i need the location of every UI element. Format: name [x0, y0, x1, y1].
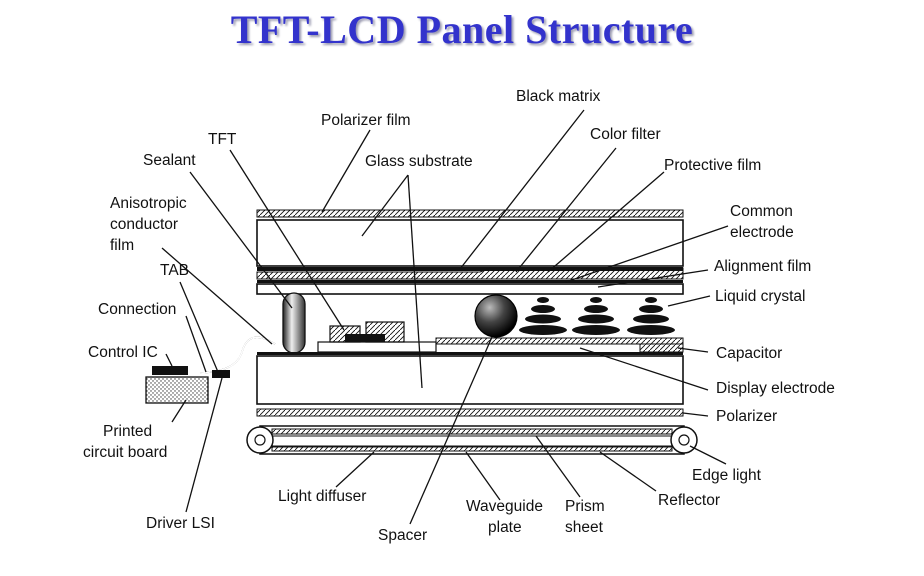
- control-ic: [152, 366, 188, 375]
- label-tft: TFT: [208, 131, 237, 148]
- label-polarizer: Polarizer: [716, 408, 777, 425]
- bottom-glass-substrate: [256, 355, 684, 405]
- label-polarizer-film: Polarizer film: [321, 112, 411, 129]
- label-reflector: Reflector: [658, 492, 720, 509]
- labels: Black matrix Polarizer film TFT Color fi…: [83, 88, 835, 544]
- driver-lsi: [212, 370, 230, 378]
- label-waveguide-1: Waveguide: [466, 498, 543, 515]
- label-common-2: electrode: [730, 224, 794, 241]
- tft-element: [317, 321, 437, 353]
- label-display-electrode: Display electrode: [716, 380, 835, 397]
- spacer-ball: [474, 294, 518, 338]
- label-anisotropic-1: Anisotropic: [110, 195, 187, 212]
- label-edge-light: Edge light: [692, 467, 762, 484]
- black-matrix-layer: [257, 267, 683, 271]
- label-anisotropic-2: conductor: [110, 216, 178, 233]
- bottom-polarizer: [256, 408, 684, 417]
- label-black-matrix: Black matrix: [516, 88, 601, 105]
- capacitor-element: [639, 343, 684, 353]
- top-polarizer-film: [256, 209, 684, 218]
- label-alignment-film: Alignment film: [714, 258, 811, 275]
- panel-structure: [145, 209, 698, 455]
- label-spacer: Spacer: [378, 527, 427, 544]
- label-pcb-1: Printed: [103, 423, 152, 440]
- top-alignment-film: [256, 283, 684, 295]
- color-filter-layer: [256, 267, 684, 280]
- label-prism-1: Prism: [565, 498, 605, 515]
- sealant: [282, 292, 306, 354]
- label-common-1: Common: [730, 203, 793, 220]
- label-glass-substrate: Glass substrate: [365, 153, 473, 170]
- backlight-unit: [246, 425, 698, 455]
- label-waveguide-2: plate: [488, 519, 522, 536]
- printed-circuit-board: [145, 376, 209, 404]
- common-electrode-layer: [257, 280, 683, 283]
- label-connection: Connection: [98, 301, 176, 318]
- page-title: TFT-LCD Panel Structure: [230, 7, 694, 52]
- liquid-crystal-stacks: [519, 297, 675, 335]
- label-control-ic: Control IC: [88, 344, 158, 361]
- label-color-filter: Color filter: [590, 126, 661, 143]
- label-tab: TAB: [160, 262, 189, 279]
- bottom-alignment-film: [435, 337, 684, 345]
- top-glass-substrate: [256, 219, 684, 267]
- display-electrode-layer: [257, 352, 683, 355]
- label-protective-film: Protective film: [664, 157, 761, 174]
- label-driver-lsi: Driver LSI: [146, 515, 215, 532]
- label-anisotropic-3: film: [110, 237, 134, 254]
- leader-lines: [161, 109, 729, 525]
- label-sealant: Sealant: [143, 152, 196, 169]
- label-light-diffuser: Light diffuser: [278, 488, 366, 505]
- label-prism-2: sheet: [565, 519, 604, 536]
- label-pcb-2: circuit board: [83, 444, 167, 461]
- label-capacitor: Capacitor: [716, 345, 782, 362]
- label-liquid-crystal: Liquid crystal: [715, 288, 805, 305]
